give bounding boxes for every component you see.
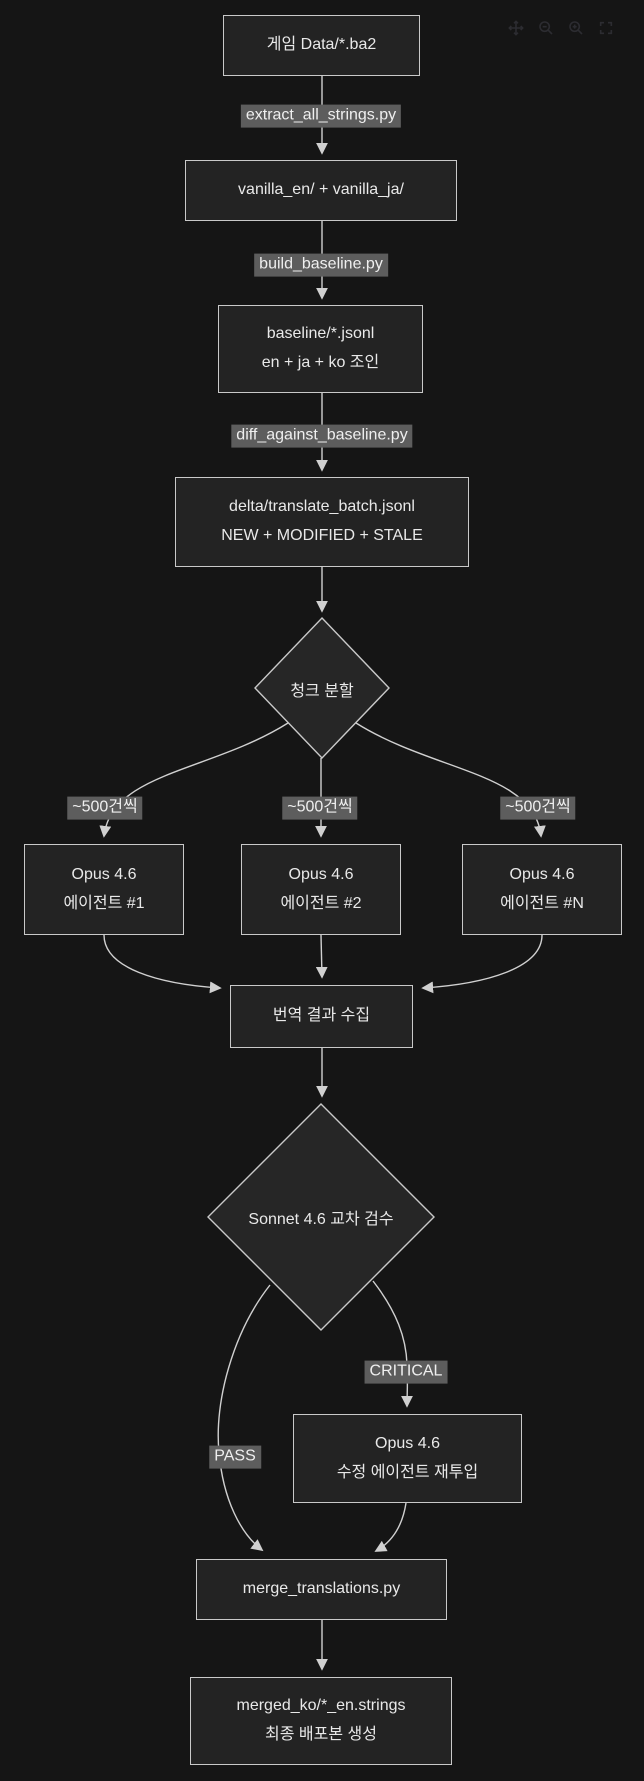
edge-label-build: build_baseline.py xyxy=(254,253,388,277)
node-fix-agent-line2: 수정 에이전트 재투입 xyxy=(336,1463,479,1481)
node-delta-line1: delta/translate_batch.jsonl xyxy=(229,498,415,516)
edge-review-pass-merge xyxy=(217,1284,271,1552)
node-agent2: Opus 4.6 에이전트 #2 xyxy=(241,844,401,935)
node-agentN-line2: 에이전트 #N xyxy=(500,894,584,912)
zoom-out-icon[interactable] xyxy=(538,20,554,36)
node-agent1: Opus 4.6 에이전트 #1 xyxy=(24,844,184,935)
node-collect: 번역 결과 수집 xyxy=(230,985,413,1048)
node-baseline-line2: en + ja + ko 조인 xyxy=(261,354,380,371)
zoom-in-icon[interactable] xyxy=(568,20,584,36)
edge-label-diff: diff_against_baseline.py xyxy=(231,424,413,448)
node-final: merged_ko/*_en.strings 최종 배포본 생성 xyxy=(190,1677,452,1765)
diagram-controls xyxy=(508,20,614,36)
node-vanilla: vanilla_en/ + vanilla_ja/ xyxy=(185,160,457,221)
node-agent2-line1: Opus 4.6 xyxy=(288,865,354,883)
node-delta-line2: NEW + MODIFIED + STALE xyxy=(221,527,423,544)
node-source: 게임 Data/*.ba2 xyxy=(223,15,420,76)
edge-label-chunk3: ~500건씩 xyxy=(500,796,576,820)
reset-view-icon[interactable] xyxy=(598,20,614,36)
node-agentN: Opus 4.6 에이전트 #N xyxy=(462,844,622,935)
node-fix-agent: Opus 4.6 수정 에이전트 재투입 xyxy=(293,1414,522,1503)
edge-agent1-collect xyxy=(103,934,222,994)
node-merge-label: merge_translations.py xyxy=(242,1580,401,1598)
node-final-line2: 최종 배포본 생성 xyxy=(265,1726,377,1743)
edge-agent2-collect xyxy=(315,934,328,979)
node-merge: merge_translations.py xyxy=(196,1559,447,1620)
node-source-label: 게임 Data/*.ba2 xyxy=(266,36,377,54)
node-collect-label: 번역 결과 수집 xyxy=(272,1007,371,1025)
edge-label-pass: PASS xyxy=(209,1445,261,1469)
pan-icon[interactable] xyxy=(508,20,524,36)
edge-fix-merge xyxy=(374,1502,407,1552)
node-baseline-line1: baseline/*.jsonl xyxy=(266,325,375,343)
node-fix-agent-line1: Opus 4.6 xyxy=(375,1434,440,1452)
review-decision-diamond xyxy=(207,1103,435,1331)
chunk-decision-diamond xyxy=(254,616,390,760)
node-baseline: baseline/*.jsonl en + ja + ko 조인 xyxy=(218,305,423,393)
node-agentN-line1: Opus 4.6 xyxy=(509,865,575,883)
edge-agentN-collect xyxy=(421,934,543,994)
node-review-decision-label: Sonnet 4.6 교차 검수 xyxy=(248,1211,394,1228)
node-final-line1: merged_ko/*_en.strings xyxy=(236,1697,406,1715)
edge-label-chunk1: ~500건씩 xyxy=(67,796,143,820)
edge-label-extract: extract_all_strings.py xyxy=(240,104,402,128)
node-chunk-decision-label: 청크 분할 xyxy=(290,683,354,700)
edge-label-critical: CRITICAL xyxy=(364,1360,448,1384)
node-agent1-line1: Opus 4.6 xyxy=(71,865,137,883)
node-delta: delta/translate_batch.jsonl NEW + MODIFI… xyxy=(175,477,469,567)
edge-review-critical-fix xyxy=(372,1280,413,1408)
node-vanilla-label: vanilla_en/ + vanilla_ja/ xyxy=(238,181,404,199)
node-agent1-line2: 에이전트 #1 xyxy=(63,894,145,912)
node-agent2-line2: 에이전트 #2 xyxy=(280,894,362,912)
edge-label-chunk2: ~500건씩 xyxy=(282,796,358,820)
